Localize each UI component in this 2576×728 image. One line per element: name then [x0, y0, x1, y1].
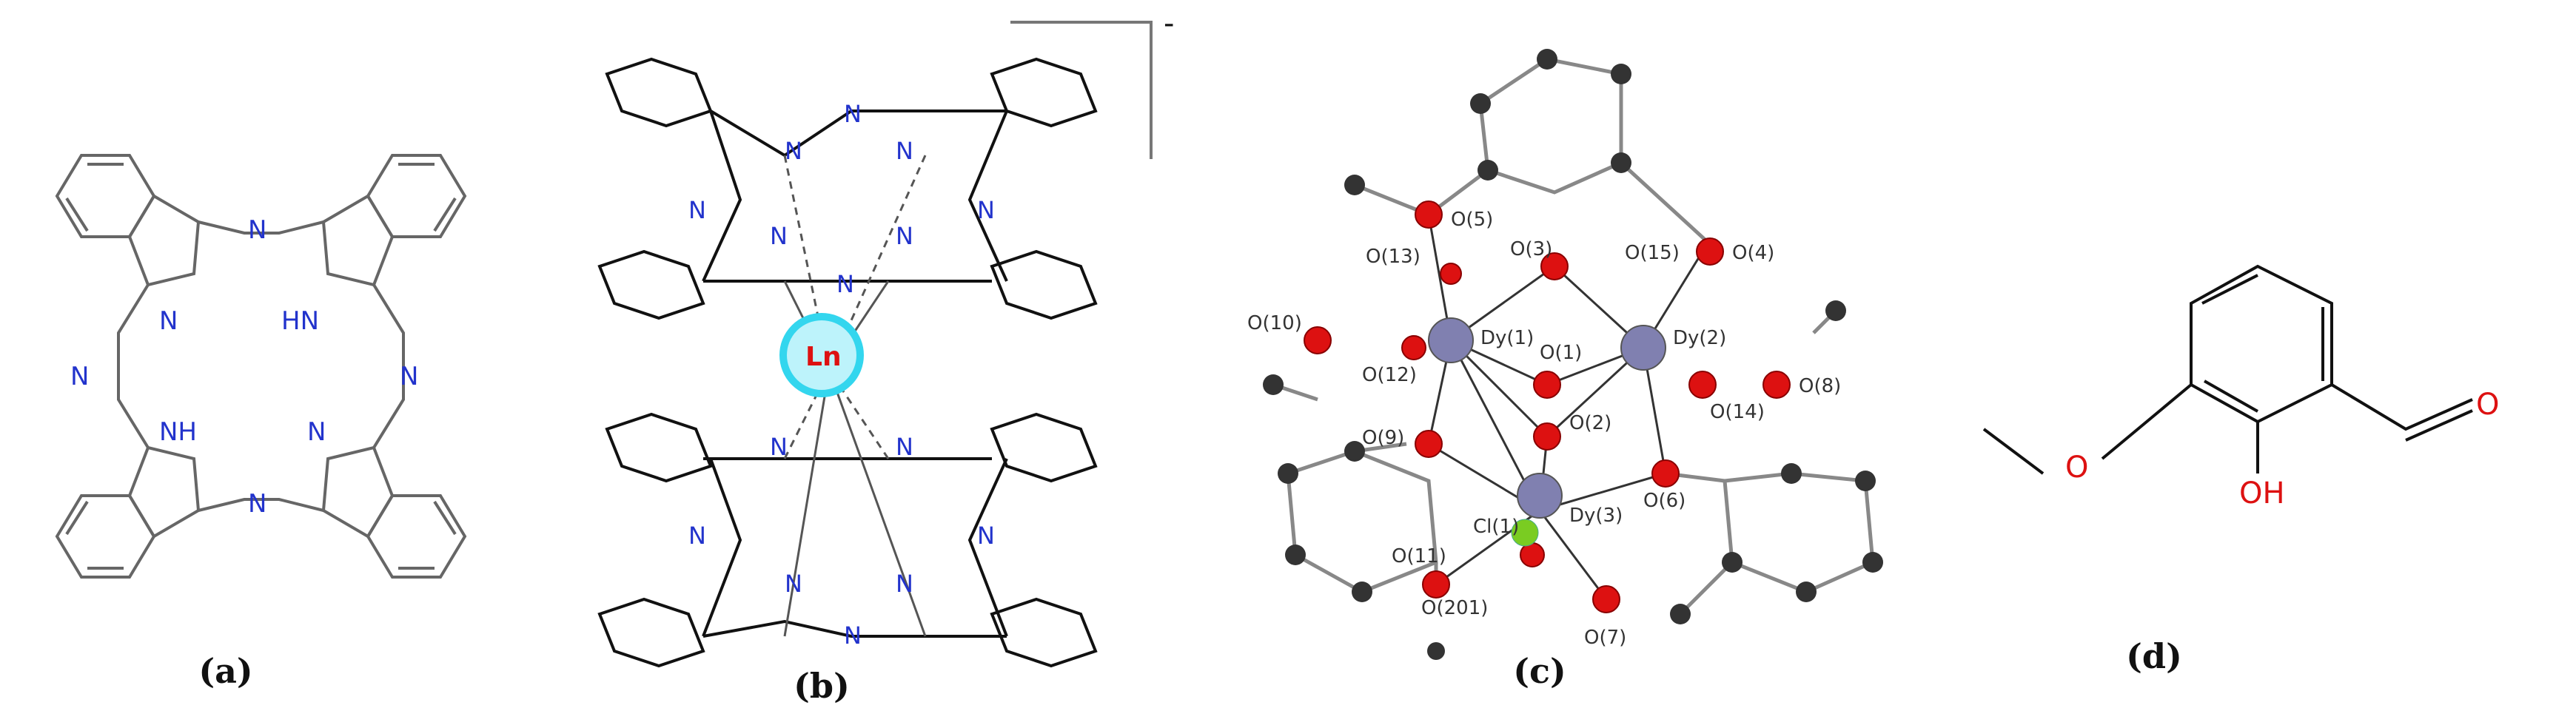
panel-c-atom-labels: O(5) O(13) O(3) O(15) O(4) O(10) Dy(1) O…: [1247, 209, 1841, 649]
label-o3: O(3): [1510, 238, 1552, 260]
atom-n: N: [248, 489, 266, 519]
caption-c: (c): [1513, 651, 1566, 691]
ln-label: Ln: [805, 342, 842, 372]
benzene-ring: [605, 412, 713, 483]
pyrrole-ring: [321, 445, 395, 539]
panel-c-bonds: [1272, 57, 1875, 616]
label-o13: O(13): [1366, 246, 1421, 268]
label-o12: O(12): [1362, 364, 1417, 386]
label-dy2: Dy(2): [1673, 327, 1726, 349]
atom-n: N: [977, 522, 995, 550]
phenyl-ring: [1723, 471, 1875, 594]
benzene-ring: [990, 249, 1098, 320]
panel-a-phthalocyanine: [55, 154, 467, 579]
atom-n: N: [785, 570, 802, 598]
caption-d: (d): [2126, 636, 2182, 676]
atom-nh: NH: [159, 417, 197, 447]
panel-d-labels: O OH O: [2065, 388, 2499, 510]
benzene-ring: [366, 154, 467, 238]
atom-n: N: [70, 362, 89, 391]
atom-n: N: [844, 621, 862, 650]
caption-b: (b): [794, 666, 850, 706]
dysprosium-atoms: [1428, 317, 1666, 519]
atom-n: N: [770, 222, 788, 250]
panel-b-double-decker: [597, 21, 1153, 668]
atom-n: N: [844, 100, 862, 128]
label-o8: O(8): [1799, 375, 1841, 397]
oxygen-atoms: [1304, 200, 1791, 613]
atom-n: N: [688, 196, 706, 224]
benzene-ring: [990, 57, 1098, 128]
label-o11: O(11): [1392, 545, 1446, 567]
carbon-atoms: [1263, 49, 1883, 660]
benzene-ring: [597, 597, 705, 668]
label-o2: O(2): [1569, 412, 1611, 434]
atom-n: N: [307, 417, 326, 447]
atom-n: N: [785, 137, 802, 165]
benzene-ring: [990, 597, 1098, 668]
panel-d-o-vanillin: [1982, 264, 2473, 475]
atom-n: N: [248, 215, 266, 245]
label-o15: O(15): [1625, 242, 1680, 264]
benzene-ring: [2190, 264, 2333, 424]
label-o7: O(7): [1584, 627, 1626, 649]
label-cl1: Cl(1): [1473, 516, 1519, 538]
chlorine-atom: [1511, 519, 1539, 547]
atom-n: N: [896, 570, 913, 598]
atom-o-methoxy: O: [2065, 451, 2088, 485]
atom-oh: OH: [2239, 476, 2285, 510]
label-o201: O(201): [1421, 597, 1488, 619]
phenyl-ring: [1478, 57, 1623, 195]
pyrrole-ring: [127, 445, 201, 539]
label-o5: O(5): [1451, 209, 1493, 231]
label-dy3: Dy(3): [1569, 505, 1623, 527]
atom-n: N: [896, 222, 913, 250]
atom-n: N: [688, 522, 706, 550]
atom-n: N: [977, 196, 995, 224]
pyrrole-ring: [321, 194, 395, 287]
benzene-ring: [990, 412, 1098, 483]
benzene-ring: [605, 57, 713, 128]
panel-c-atoms: [1263, 49, 1883, 660]
atom-n: N: [896, 433, 913, 461]
label-o4: O(4): [1732, 242, 1774, 264]
charge-bracket: [1010, 21, 1153, 159]
atom-n: N: [770, 433, 788, 461]
atom-n: N: [836, 270, 854, 298]
label-o14: O(14): [1710, 401, 1765, 423]
label-dy1: Dy(1): [1480, 327, 1534, 349]
label-o9: O(9): [1362, 427, 1404, 449]
atom-o-aldehyde: O: [2476, 388, 2499, 422]
benzene-ring: [597, 249, 705, 320]
panel-a-atom-labels: N N N N N HN NH N: [70, 215, 418, 519]
charge-minus: -: [1164, 7, 1174, 41]
caption-a: (a): [198, 651, 253, 691]
atom-n: N: [896, 137, 913, 165]
atom-n: N: [400, 362, 418, 391]
phenyl-ring: [1286, 449, 1438, 594]
benzene-ring: [55, 154, 156, 238]
panel-b-n-labels: N N N N N N N N N N N N N N N: [688, 100, 995, 650]
label-o10: O(10): [1247, 312, 1302, 334]
atom-nh: HN: [281, 306, 319, 336]
pyrrole-ring: [127, 194, 201, 287]
benzene-ring: [55, 494, 156, 579]
label-o6: O(6): [1643, 490, 1686, 512]
ln-ion-glow: [779, 313, 864, 397]
label-o1: O(1): [1540, 342, 1582, 364]
atom-n: N: [159, 306, 178, 336]
benzene-ring: [366, 494, 467, 579]
